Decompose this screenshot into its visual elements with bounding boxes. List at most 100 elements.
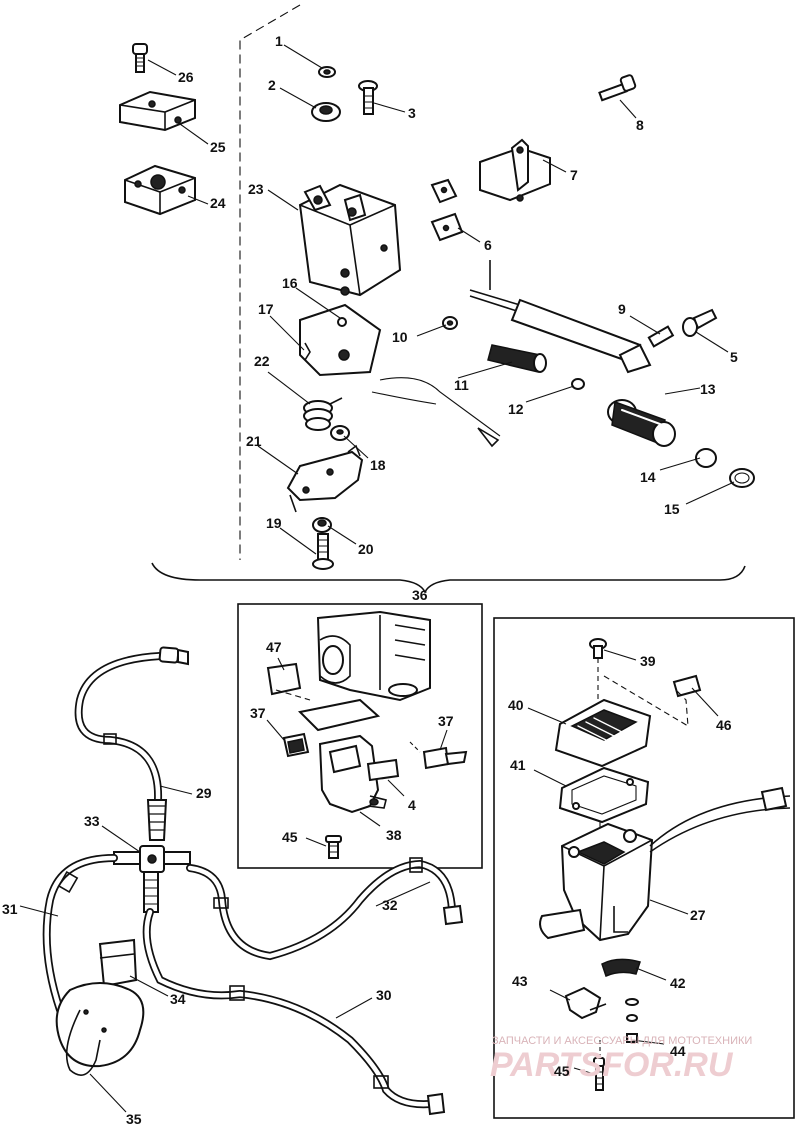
label-18: 18 xyxy=(370,457,386,473)
part-4-pad xyxy=(366,758,400,782)
label-22: 22 xyxy=(254,353,270,369)
part-10-washer xyxy=(442,316,458,330)
label-40: 40 xyxy=(508,697,524,713)
part-39-screw xyxy=(589,638,607,659)
part-38-plate-top xyxy=(297,698,381,732)
part-2-bushing xyxy=(311,102,341,122)
hose-assembly xyxy=(19,646,464,1116)
label-25: 25 xyxy=(210,139,226,155)
label-38: 38 xyxy=(386,827,402,843)
watermark-tagline: ЗАПЧАСТИ И АКСЕССУАРЫ ДЛЯ МОТОТЕХНИКИ xyxy=(492,1035,752,1047)
label-31: 31 xyxy=(2,901,18,917)
part-24-clamp xyxy=(124,164,196,216)
part-16-pin xyxy=(337,317,347,327)
part-26-screw xyxy=(132,43,148,73)
part-37-switch-left xyxy=(282,732,310,758)
label-35: 35 xyxy=(126,1111,142,1127)
part-43-bracket xyxy=(564,986,602,1020)
part-47-decal xyxy=(266,662,302,696)
part-19-bolt xyxy=(312,533,334,570)
part-27-master-cylinder xyxy=(539,786,791,942)
label-3: 3 xyxy=(408,105,416,121)
label-8: 8 xyxy=(636,117,644,133)
label-27: 27 xyxy=(690,907,706,923)
inset-box-bracket xyxy=(237,603,483,869)
label-6: 6 xyxy=(484,237,492,253)
label-23: 23 xyxy=(248,181,264,197)
label-11: 11 xyxy=(454,377,469,393)
label-17: 17 xyxy=(258,301,274,317)
label-47: 47 xyxy=(266,639,282,655)
label-5: 5 xyxy=(730,349,738,365)
label-4: 4 xyxy=(408,797,416,813)
part-35-bag xyxy=(55,982,145,1068)
part-46-label xyxy=(672,674,702,698)
part-41-gasket xyxy=(558,766,650,824)
part-14-washer xyxy=(695,448,717,468)
label-37-left: 37 xyxy=(250,705,266,721)
label-12: 12 xyxy=(508,401,524,417)
label-10: 10 xyxy=(392,329,408,345)
label-21: 21 xyxy=(246,433,262,449)
part-6-clip xyxy=(430,178,464,242)
label-44: 44 xyxy=(670,1043,686,1059)
leader-lines-upper xyxy=(147,44,735,555)
label-7: 7 xyxy=(570,167,578,183)
label-16: 16 xyxy=(282,275,298,291)
label-26: 26 xyxy=(178,69,194,85)
label-42: 42 xyxy=(670,975,686,991)
part-40-cover xyxy=(554,698,652,768)
label-32: 32 xyxy=(382,897,398,913)
part-42-seal xyxy=(601,958,641,978)
part-44-hardware xyxy=(625,998,639,1043)
label-41: 41 xyxy=(510,757,526,773)
part-13-grip xyxy=(607,399,676,447)
label-39: 39 xyxy=(640,653,656,669)
label-20: 20 xyxy=(358,541,374,557)
part-12-washer xyxy=(571,378,585,390)
label-29: 29 xyxy=(196,785,212,801)
part-labels: 1 2 3 26 25 24 23 8 7 6 9 5 10 11 12 13 … xyxy=(2,33,738,1127)
part-37-switch-right xyxy=(409,741,468,770)
part-21-lever xyxy=(286,444,364,513)
label-37-right: 37 xyxy=(438,713,454,729)
part-7-bracket xyxy=(479,138,551,202)
label-34: 34 xyxy=(170,991,186,1007)
label-13: 13 xyxy=(700,381,716,397)
part-11-grip xyxy=(487,344,547,373)
label-33: 33 xyxy=(84,813,100,829)
cable-guide xyxy=(371,377,501,448)
label-2: 2 xyxy=(268,77,276,93)
part-5-fitting xyxy=(682,308,718,337)
part-3-bolt xyxy=(358,80,378,115)
part-15-cap xyxy=(729,468,755,488)
label-1: 1 xyxy=(275,33,283,49)
part-25-block xyxy=(119,90,196,132)
part-8-screw xyxy=(598,74,637,102)
part-1-nut xyxy=(318,66,336,78)
throttle-cable xyxy=(469,260,652,374)
label-15: 15 xyxy=(664,501,680,517)
label-45-inset: 45 xyxy=(282,829,298,845)
label-30: 30 xyxy=(376,987,392,1003)
part-34-sleeve xyxy=(98,938,138,988)
part-9-connector xyxy=(647,325,675,348)
inset-box-master-cylinder xyxy=(493,617,795,1119)
label-24: 24 xyxy=(210,195,226,211)
label-19: 19 xyxy=(266,515,282,531)
part-45-screw-inset xyxy=(325,835,342,859)
part-23-housing xyxy=(298,183,402,297)
label-43: 43 xyxy=(512,973,528,989)
watermark-logo: PARTSFOR.RU xyxy=(490,1046,734,1084)
label-46: 46 xyxy=(716,717,732,733)
upper-assembly xyxy=(119,4,755,594)
part-20-nut xyxy=(312,517,332,533)
label-14: 14 xyxy=(640,469,656,485)
watermark: ЗАПЧАСТИ И АКСЕССУАРЫ ДЛЯ МОТОТЕХНИКИ PA… xyxy=(490,1035,752,1084)
part-22-spring xyxy=(303,397,343,431)
part-17-lever-body xyxy=(299,303,382,377)
assembly-36-brace xyxy=(151,562,746,594)
label-45-master: 45 xyxy=(554,1063,570,1079)
